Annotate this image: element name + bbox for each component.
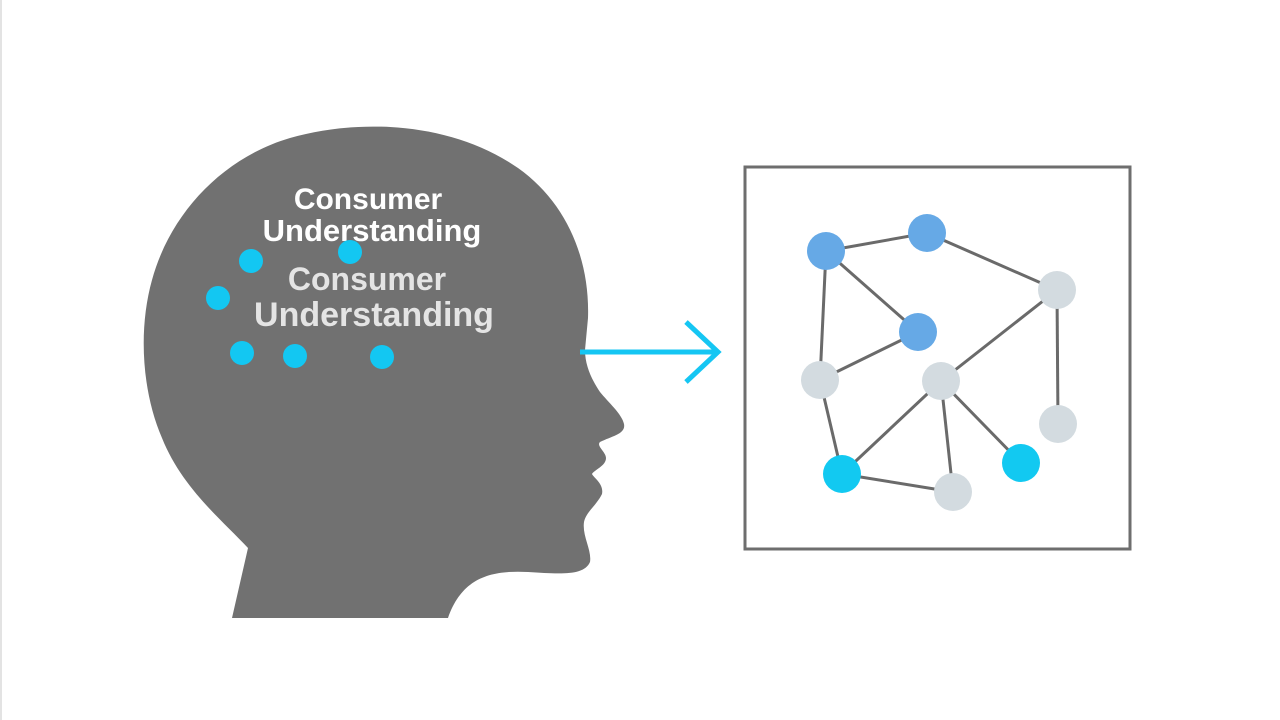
head-title-line1-top: Consumer [294,183,443,216]
network-edge [926,231,1058,292]
head-title-line1-bottom: Consumer [288,261,446,297]
left-edge-divider [0,0,2,720]
network-edge [940,288,1058,383]
head-silhouette [143,126,625,618]
thought-dot [370,345,394,369]
network-edge [1055,289,1060,425]
network-node-cyan [823,455,861,493]
thought-dot [283,344,307,368]
network-node-gray [1038,271,1076,309]
arrow-right-icon [580,320,722,384]
head-title-line2-bottom: Understanding [254,296,494,334]
network-node-cyan [1002,444,1040,482]
network-node-gray [934,473,972,511]
network-edge [825,249,919,334]
network-edge [939,379,1023,465]
network-node-blue [899,313,937,351]
thought-dot [239,249,263,273]
thought-dot [206,286,230,310]
network-node-gray [1039,405,1077,443]
network-node-gray [801,361,839,399]
thought-dots-group [206,240,394,369]
network-node-gray [922,362,960,400]
network-edge [818,250,828,381]
network-node-blue [908,214,946,252]
network-node-blue [807,232,845,270]
network-nodes [801,214,1077,511]
head-title-line2-top: Understanding [263,213,482,248]
thought-dot [230,341,254,365]
network-edge [840,379,943,476]
thought-dot [338,240,362,264]
